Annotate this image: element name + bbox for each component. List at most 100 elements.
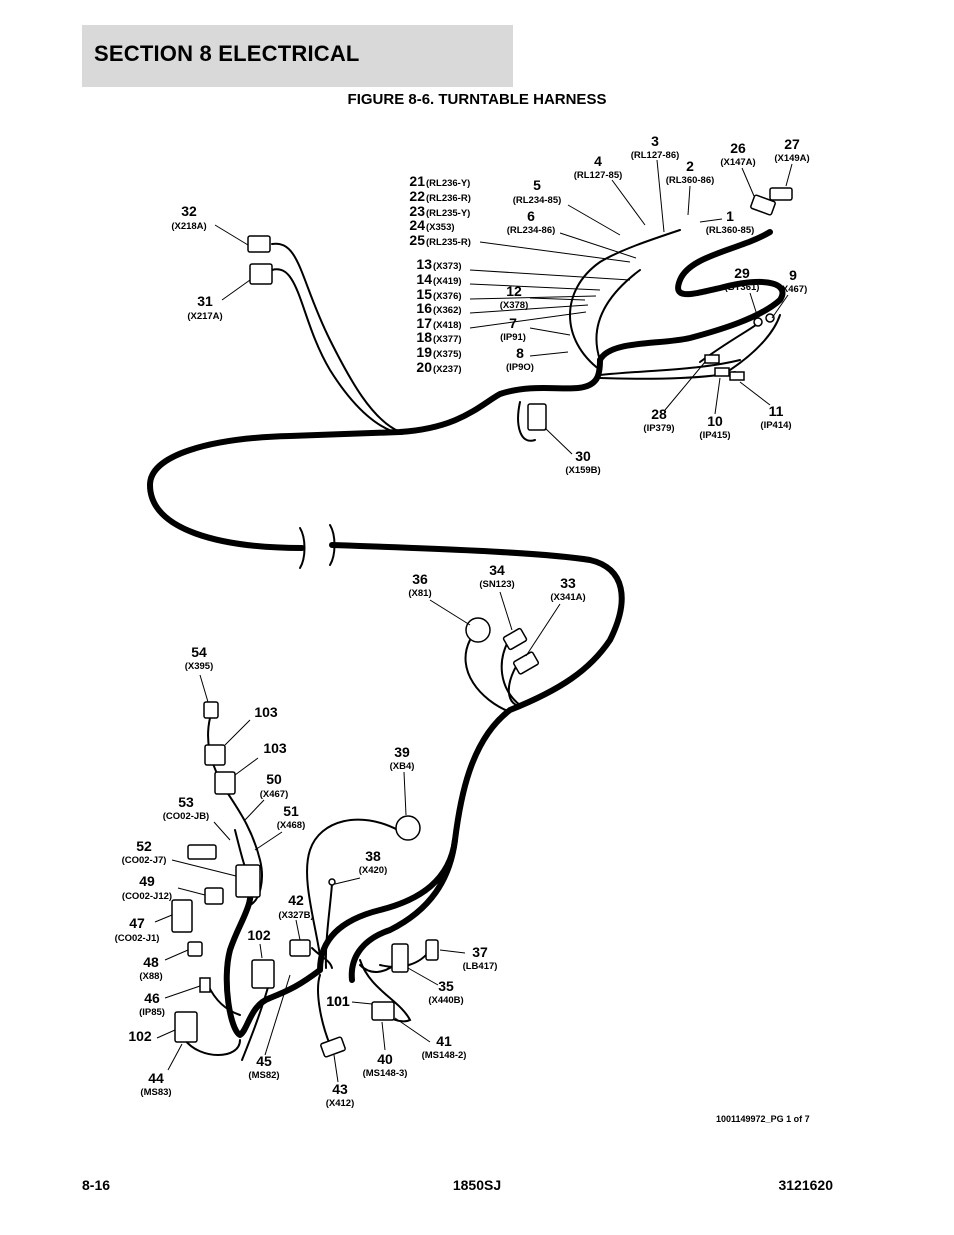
connector-co02-j7 — [235, 864, 261, 898]
callout-number-28: 28 — [651, 406, 667, 422]
leader-line-38 — [334, 877, 361, 885]
callout-code-25: (RL235-R) — [426, 237, 471, 248]
connector-103-upper — [204, 744, 226, 766]
callout-code-29: (BT361) — [725, 282, 760, 293]
wire-xb4 — [306, 818, 399, 971]
wire-ms82 — [241, 979, 271, 1061]
callout-code-30: (X159B) — [565, 465, 600, 476]
callout-layer: 1(RL360-85)2(RL360-86)3(RL127-86)4(RL127… — [115, 133, 810, 1109]
callout-number-103: 103 — [263, 740, 287, 756]
callout-number-41: 41 — [436, 1033, 452, 1049]
wire-ip-group — [599, 359, 741, 376]
callout-code-33: (X341A) — [550, 592, 585, 603]
callout-number-29: 29 — [734, 265, 750, 281]
leader-line-10 — [714, 377, 721, 415]
leader-line-41 — [394, 1017, 431, 1043]
wire-x218a — [271, 242, 401, 433]
callout-number-11: 11 — [769, 403, 784, 419]
connector-ip85 — [199, 977, 211, 993]
leader-line-15 — [469, 295, 597, 300]
connector-x81 — [465, 617, 491, 643]
main-trunk-lower — [317, 542, 625, 973]
callout-number-44: 44 — [148, 1070, 164, 1086]
callout-number-103: 103 — [254, 704, 278, 720]
callout-number-18: 18 — [416, 329, 432, 345]
callout-number-40: 40 — [377, 1051, 393, 1067]
callout-code-14: (X419) — [433, 276, 462, 287]
callout-number-46: 46 — [144, 990, 160, 1006]
callout-code-15: (X376) — [433, 291, 462, 302]
callout-number-101: 101 — [326, 993, 350, 1009]
connector-x327b — [289, 939, 311, 957]
leader-line-13 — [469, 269, 631, 281]
callout-number-36: 36 — [412, 571, 428, 587]
leader-line-51 — [254, 831, 283, 851]
connector-x341a — [512, 651, 540, 675]
callout-code-43: (X412) — [326, 1098, 355, 1109]
connector-ip414 — [729, 371, 745, 381]
callout-code-24: (X353) — [426, 222, 455, 233]
callout-number-102: 102 — [128, 1028, 152, 1044]
section-banner — [82, 25, 513, 87]
left-loop-trunk — [223, 877, 323, 1038]
callout-code-51: (X468) — [277, 820, 306, 831]
leader-line-11 — [739, 381, 771, 406]
callout-number-1: 1 — [726, 208, 734, 224]
wire-x159b — [517, 401, 536, 442]
callout-number-25: 25 — [409, 232, 425, 248]
callout-code-10: (IP415) — [699, 430, 730, 441]
callout-number-13: 13 — [416, 256, 432, 272]
callout-code-12: (X378) — [500, 300, 529, 311]
leader-line-103 — [234, 757, 259, 776]
callout-code-5: (RL234-85) — [513, 195, 562, 206]
leader-line-35 — [407, 967, 439, 986]
main-trunk-upper — [147, 357, 603, 551]
callout-number-43: 43 — [332, 1081, 348, 1097]
callout-number-15: 15 — [416, 286, 432, 302]
callout-number-22: 22 — [409, 188, 425, 204]
connector-co02-j1 — [171, 899, 193, 933]
callout-number-33: 33 — [560, 575, 576, 591]
leader-line-4 — [611, 179, 646, 226]
callout-code-16: (X362) — [433, 305, 462, 316]
callout-number-26: 26 — [730, 140, 746, 156]
connector-lb417 — [425, 939, 439, 961]
connector-co02-jb — [187, 844, 217, 860]
leader-line-39 — [403, 771, 407, 816]
callout-number-8: 8 — [516, 345, 524, 361]
leader-line-42 — [295, 919, 301, 941]
callout-code-2: (RL360-86) — [666, 175, 715, 186]
leader-line-9 — [771, 294, 789, 319]
leader-line-103 — [224, 719, 251, 746]
leader-line-102 — [156, 1029, 176, 1039]
figure-reference-code: 1001149972_PG 1 of 7 — [716, 1114, 810, 1124]
connector-x440b — [391, 943, 409, 973]
callout-code-9: (X467) — [779, 284, 808, 295]
leader-line-48 — [164, 949, 189, 961]
callout-number-24: 24 — [409, 217, 425, 233]
callout-code-48: (X88) — [139, 971, 162, 982]
section-title: SECTION 8 ELECTRICAL — [94, 41, 360, 66]
callout-code-4: (RL127-85) — [574, 170, 623, 181]
leader-line-47 — [154, 914, 173, 923]
terminal-x467 — [765, 313, 775, 323]
callout-number-20: 20 — [416, 359, 432, 375]
callout-code-23: (RL235-Y) — [426, 208, 470, 219]
leader-line-33 — [525, 603, 561, 657]
callout-number-34: 34 — [489, 562, 505, 578]
callout-code-35: (X440B) — [428, 995, 463, 1006]
callout-code-54: (X395) — [185, 661, 214, 672]
callout-number-32: 32 — [181, 203, 197, 219]
leader-line-31 — [221, 279, 251, 301]
leader-line-34 — [499, 591, 513, 631]
callout-code-18: (X377) — [433, 334, 462, 345]
leader-line-32 — [214, 224, 249, 246]
callout-code-21: (RL236-Y) — [426, 178, 470, 189]
callout-number-6: 6 — [527, 208, 535, 224]
callout-number-23: 23 — [409, 203, 425, 219]
callout-number-4: 4 — [594, 153, 602, 169]
callout-number-3: 3 — [651, 133, 659, 149]
leader-line-52 — [171, 859, 237, 877]
callout-number-51: 51 — [283, 803, 299, 819]
